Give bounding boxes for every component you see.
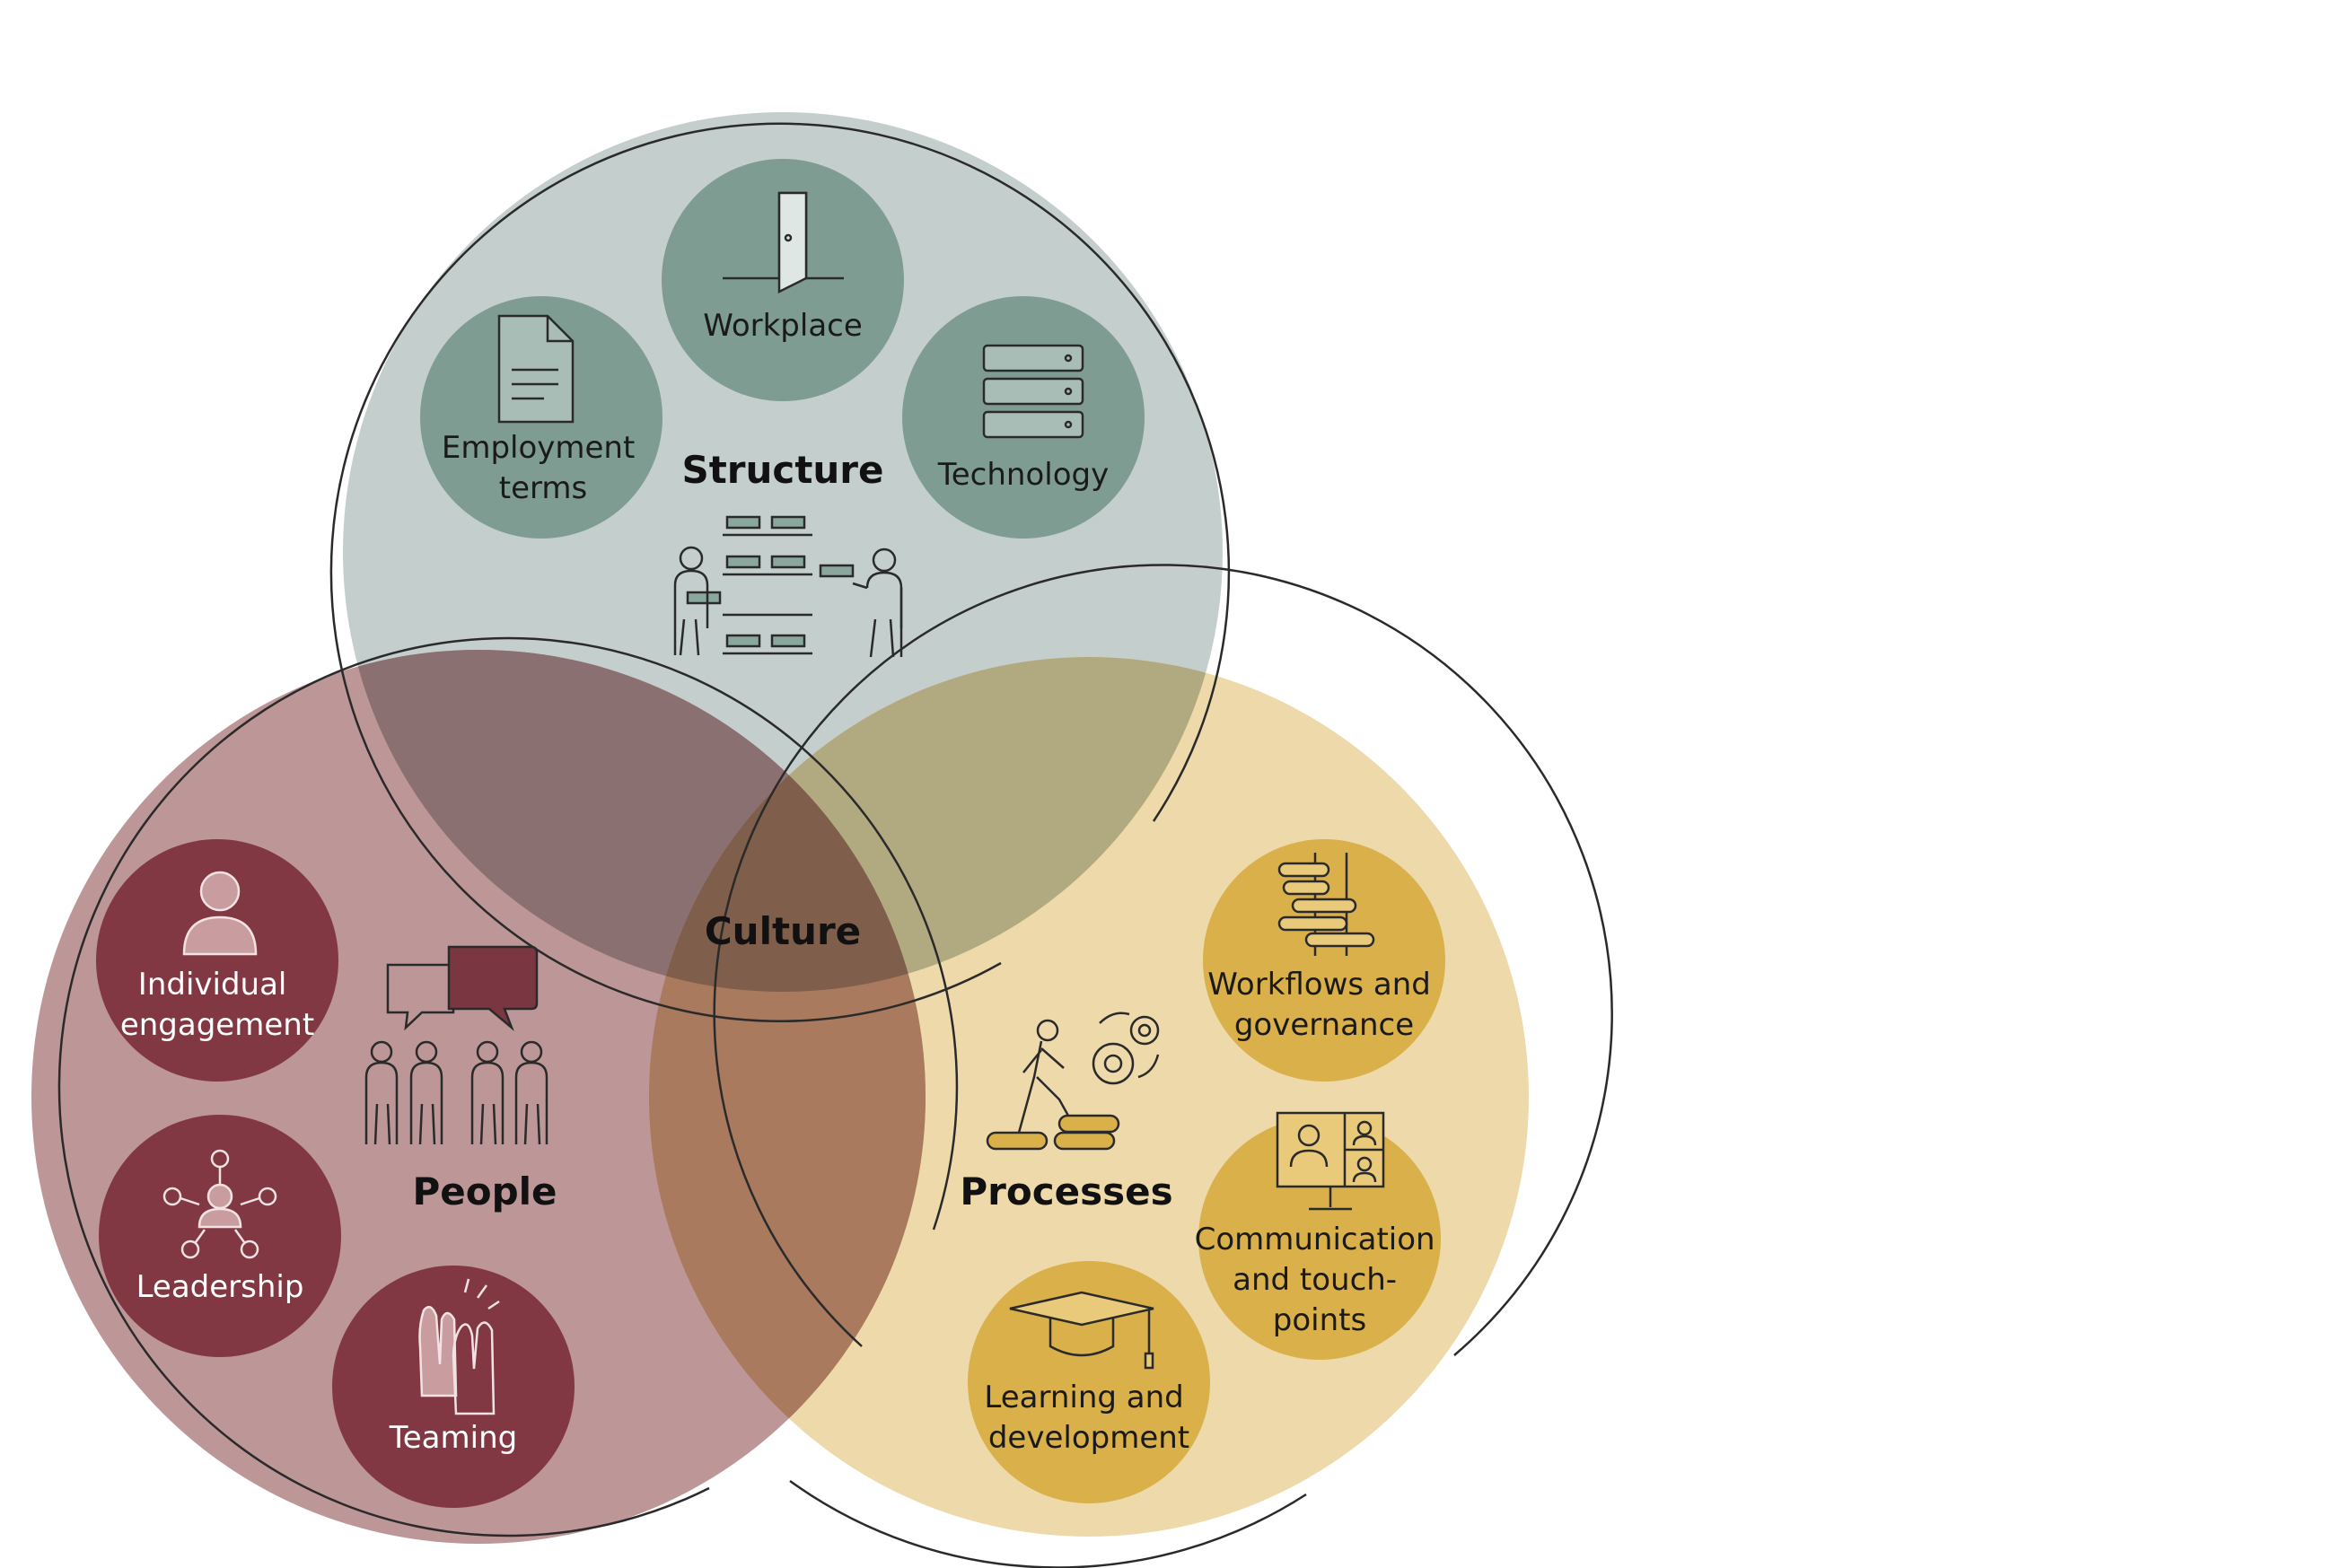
structure-item-label: Workplace — [703, 308, 863, 344]
gear-icon — [1092, 1015, 1160, 1085]
network-person-icon — [162, 1149, 277, 1259]
structure-item-technology: Technology — [902, 296, 1145, 539]
processes-item-workflows: Workflows and governance — [1203, 839, 1445, 1082]
talking-group-icon — [364, 945, 548, 1145]
signpost-icon — [1277, 853, 1375, 956]
document-icon — [497, 314, 575, 424]
structure-item-workplace: Workplace — [662, 159, 904, 401]
people-item-individual-engagement: Individual engagement — [96, 839, 338, 1082]
server-icon — [982, 344, 1084, 439]
processes-item-label: Communication and touch- points — [1195, 1222, 1445, 1338]
people-item-label: Leadership — [136, 1269, 304, 1305]
people-item-label: Teaming — [389, 1420, 517, 1456]
processes-item-label: Learning and development — [984, 1380, 1193, 1456]
outline-rings — [57, 122, 1613, 1568]
structure-people-overlap — [343, 650, 926, 992]
structure-item-label: Employment terms — [442, 430, 645, 506]
processes-title: Processes — [960, 1169, 1172, 1213]
people-item-leadership: Leadership — [99, 1115, 341, 1357]
processes-item-learning: Learning and development — [968, 1261, 1210, 1503]
raised-hands-icon — [418, 1278, 500, 1415]
people-item-label: Individual engagement — [120, 967, 314, 1043]
graduation-cap-icon — [1009, 1291, 1154, 1370]
person-icon — [182, 871, 258, 956]
culture-title: Culture — [705, 909, 861, 953]
structure-item-employment-terms: Employment terms — [420, 296, 662, 539]
video-call-icon — [1276, 1111, 1385, 1211]
org-chart-people-icon — [673, 515, 903, 658]
people-title: People — [412, 1169, 557, 1213]
processes-item-communication: Communication and touch- points — [1195, 1111, 1445, 1360]
climbing-books-gears-icon — [986, 1012, 1160, 1151]
structure-item-label: Technology — [937, 457, 1109, 493]
processes-item-label: Workflows and governance — [1207, 967, 1440, 1043]
structure-processes-overlap — [649, 657, 1223, 992]
door-icon — [723, 191, 844, 294]
structure-title: Structure — [681, 448, 883, 492]
people-item-teaming: Teaming — [332, 1266, 575, 1508]
